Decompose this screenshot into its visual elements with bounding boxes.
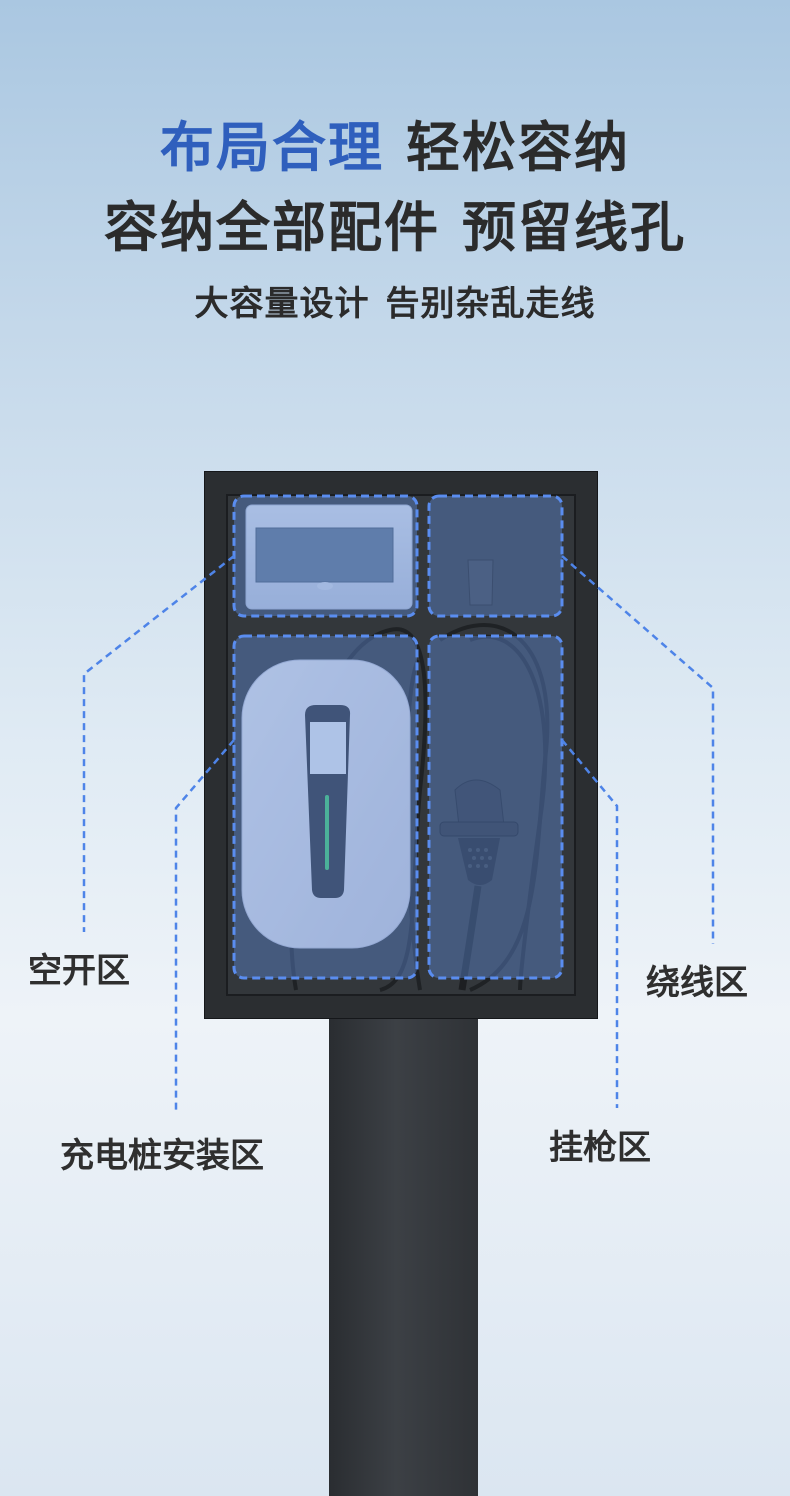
zone-charger	[232, 634, 419, 980]
headline-line2: 容纳全部配件预留线孔	[0, 183, 790, 262]
leader-charger	[174, 739, 235, 1112]
headline-accent: 布局合理	[160, 116, 384, 179]
headline-rest: 轻松容纳	[406, 116, 630, 179]
gun-hanger	[467, 559, 494, 606]
leader-lines	[82, 555, 715, 1112]
subheadline-part1: 大容量设计	[194, 284, 370, 324]
wallbox-charger	[241, 659, 411, 949]
label-charger-zone: 充电桩安装区	[60, 1136, 264, 1176]
headline-line2-part1: 容纳全部配件	[104, 196, 440, 259]
zone-switch	[232, 494, 419, 618]
label-winding-zone: 绕线区	[646, 963, 748, 1003]
zone-overlays	[232, 494, 564, 980]
leader-winding	[561, 555, 715, 944]
label-gun-zone: 挂枪区	[549, 1128, 651, 1168]
charging-gun-icon	[439, 779, 519, 991]
zone-gun	[427, 634, 564, 980]
headline-line1: 布局合理轻松容纳	[0, 103, 790, 182]
headline-line2-part2: 预留线孔	[462, 196, 686, 259]
subheadline: 大容量设计告别杂乱走线	[0, 276, 790, 325]
zone-winding	[427, 494, 564, 618]
breaker-box	[245, 504, 413, 610]
leader-gun	[561, 739, 619, 1108]
label-switch-zone: 空开区	[28, 951, 130, 991]
subheadline-part2: 告别杂乱走线	[385, 284, 596, 324]
leader-switch	[82, 555, 235, 932]
mounting-pole	[329, 1010, 478, 1496]
